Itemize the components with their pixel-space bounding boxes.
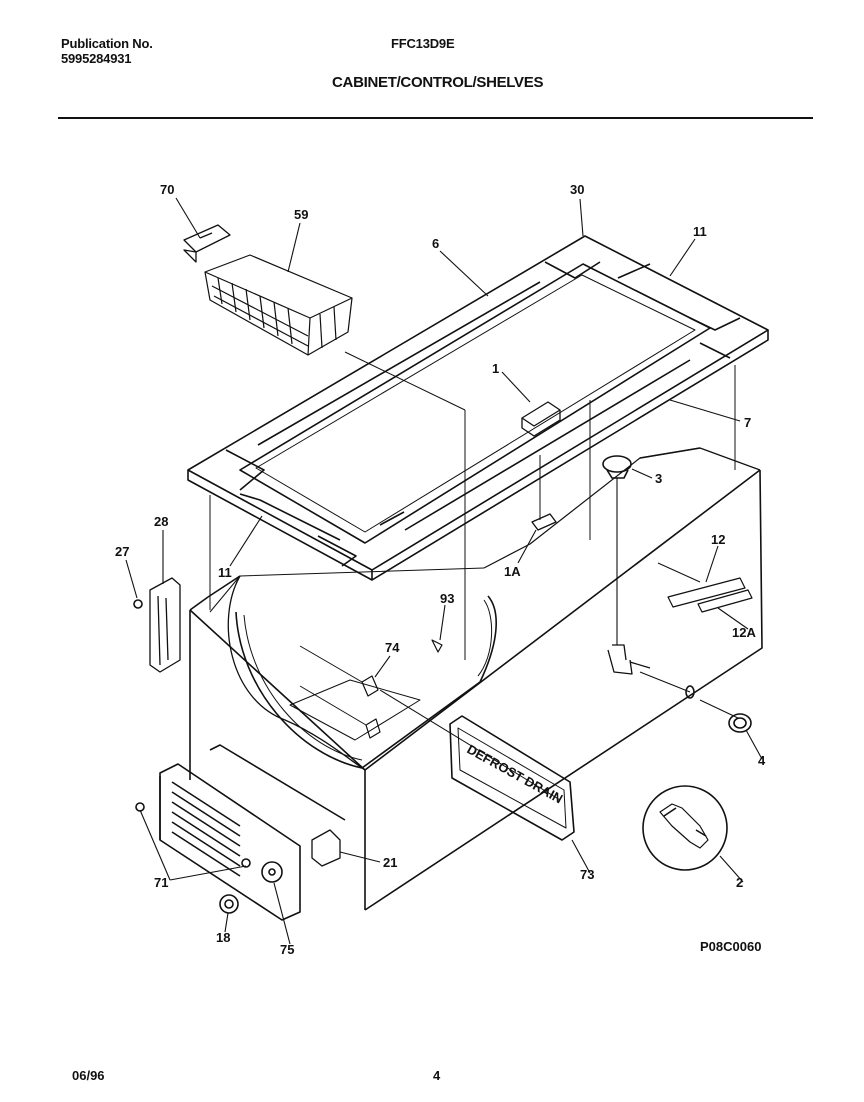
drain-cap-3 (602, 455, 632, 479)
grommet-18 (219, 894, 239, 914)
callout-93: 93 (440, 591, 454, 606)
control-1 (521, 401, 561, 437)
plate-text: DEFROST DRAIN (465, 742, 566, 807)
publication-number: 5995284931 (61, 51, 132, 66)
callout-6: 6 (432, 236, 439, 251)
publication-label: Publication No. (61, 36, 153, 51)
section-title: CABINET/CONTROL/SHELVES (332, 74, 544, 91)
diagram-code: P08C0060 (700, 939, 761, 954)
callout-21: 21 (383, 855, 397, 870)
callout-12A: 12A (732, 625, 756, 640)
switch-21 (311, 829, 341, 867)
callout-27: 27 (115, 544, 129, 559)
assembly-lines (209, 351, 739, 801)
callout-18: 18 (216, 930, 230, 945)
drain-fitting-2 (642, 785, 728, 871)
callout-12: 12 (711, 532, 725, 547)
grille-75 (159, 744, 346, 921)
callout-28: 28 (154, 514, 168, 529)
callout-3: 3 (655, 471, 662, 486)
callouts: 70 59 6 30 11 1 7 3 28 27 11 1A 12 93 12… (115, 182, 766, 957)
header-rule (58, 117, 813, 119)
footer-date: 06/96 (72, 1068, 105, 1083)
callout-70: 70 (160, 182, 174, 197)
callout-30: 30 (570, 182, 584, 197)
callout-73: 73 (580, 867, 594, 882)
lid-frame (187, 235, 769, 581)
callout-71: 71 (154, 875, 168, 890)
clips-74 (361, 675, 381, 739)
callout-74: 74 (385, 640, 400, 655)
hinge-28 (149, 577, 181, 673)
callout-2: 2 (736, 875, 743, 890)
basket-59 (204, 254, 353, 356)
callout-11-left: 11 (218, 565, 232, 580)
label-12A (697, 589, 753, 613)
screw-27 (133, 599, 143, 609)
callout-59: 59 (294, 207, 308, 222)
callout-1: 1 (492, 361, 499, 376)
leader-lines (125, 197, 763, 945)
callout-11-top: 11 (693, 224, 707, 239)
defrost-drain-plate-73 (449, 715, 575, 841)
screw-93 (431, 639, 443, 653)
drain-tube (607, 644, 651, 675)
label-12 (667, 577, 746, 608)
page-number: 4 (433, 1068, 441, 1083)
callout-75: 75 (280, 942, 294, 957)
callout-7: 7 (744, 415, 751, 430)
callout-4: 4 (758, 753, 766, 768)
divider-70 (183, 224, 231, 263)
bracket-1A (531, 513, 557, 531)
cabinet-body (189, 447, 763, 911)
callout-1A: 1A (504, 564, 521, 579)
grommet-4 (685, 685, 752, 733)
model-number: FFC13D9E (391, 36, 455, 51)
